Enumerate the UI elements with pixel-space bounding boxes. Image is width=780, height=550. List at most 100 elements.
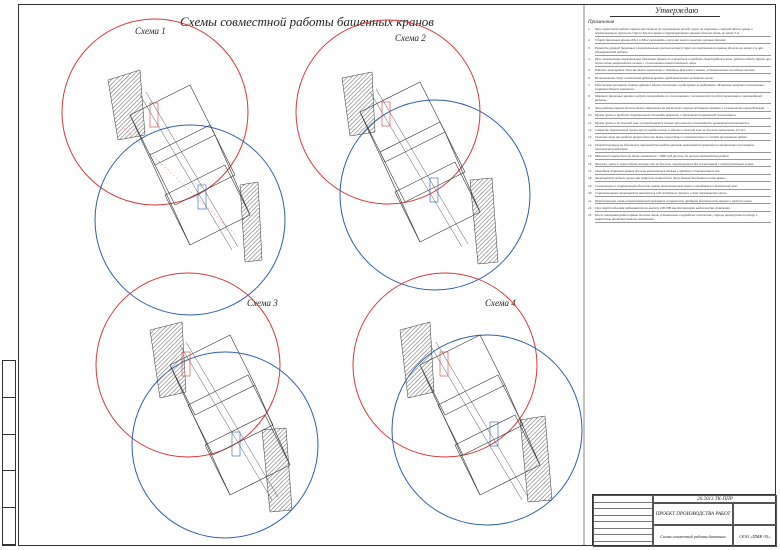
note-item: 1.При совместной работе кранов расстояни… <box>588 27 771 37</box>
storage-area <box>239 181 263 263</box>
note-text: Обеспечить рисование стрелы кранов в одн… <box>595 83 771 93</box>
note-item: 5.Рабочие зоны кранов должны быть ограни… <box>588 68 771 75</box>
scheme-3 <box>95 272 319 539</box>
storage-area <box>341 71 376 137</box>
note-number: 16. <box>588 161 593 166</box>
note-text: При совмещенных вертикальных башенных кр… <box>595 57 771 67</box>
note-text: Скорость перемещения грузов при их прибл… <box>595 128 771 134</box>
sheet-name: Схемы совместной работы башенных кранов <box>653 525 733 547</box>
crane-2-base <box>231 431 241 457</box>
approve-label: Утверждаю <box>655 6 699 15</box>
crane-2-base <box>197 184 207 210</box>
note-text: Прием грузов в не опасной зоне осуществл… <box>595 121 771 127</box>
note-text: Стропальщикам запрещается находиться под… <box>595 191 771 198</box>
note-item: 16.Флажки, знаки и ограждения опасных зо… <box>588 161 771 168</box>
crane-1-base <box>181 351 191 377</box>
note-number: 7. <box>588 83 591 88</box>
note-text: Опасные зоны при работе кранов должны бы… <box>595 135 771 142</box>
note-text: Машинист крана должен быть ознакомлен с … <box>595 154 771 161</box>
note-number: 9. <box>588 105 591 110</box>
note-item: 21.Перед началом смены ответственный про… <box>588 198 771 205</box>
note-text: При совместной работе кранов расстояние … <box>595 27 771 37</box>
note-item: 23.После окончания работ краны должны бы… <box>588 213 771 224</box>
note-item: 8. Монтаж башенных кранов следует произво… <box>588 94 771 105</box>
storage-area <box>399 321 435 399</box>
note-item: 6. Использовать схему совместной работы к… <box>588 75 771 82</box>
crane-rail <box>139 91 239 251</box>
crane-2-zone <box>339 99 531 291</box>
note-number: 5. <box>588 68 591 73</box>
note-number: 6. <box>588 75 591 80</box>
sheet-frame <box>18 4 776 546</box>
storage-area <box>261 427 293 513</box>
crane-2-base <box>489 421 499 447</box>
notes-list: 1.При совместной работе кранов расстояни… <box>588 27 771 226</box>
note-text: После окончания работ краны должны быть … <box>595 213 771 224</box>
note-text: Монтаж башенных кранов следует производи… <box>595 95 771 105</box>
note-item: 13.Опасные зоны при работе кранов должны… <box>588 135 771 142</box>
crane-rail <box>369 88 469 248</box>
note-text: Отводная стрелами кранов должна выполнят… <box>595 169 771 175</box>
note-number: 4. <box>588 57 591 62</box>
building-outline <box>359 81 481 243</box>
note-item: 17.Отводная стрелами кранов должна выпол… <box>588 168 771 175</box>
storage-area <box>519 415 553 503</box>
note-number: 14. <box>588 142 593 147</box>
side-stamp-strip <box>2 360 16 546</box>
organization-name: ООО «ПМК-35» <box>733 525 777 547</box>
note-text: Использовать схему совместной работы кра… <box>595 76 771 82</box>
scheme-1 <box>61 18 286 316</box>
crane-1-zone <box>295 19 481 205</box>
crane-2-zone <box>131 351 319 539</box>
note-number: 22. <box>588 205 593 210</box>
scheme-1-label: Схема 1 <box>135 26 166 36</box>
sheet-title: Схемы совместной работы башенных кранов <box>180 14 434 29</box>
note-item: 19.Сигнальщики и стропальщики должны име… <box>588 184 771 190</box>
note-number: 15. <box>588 154 593 159</box>
title-block-grid <box>593 495 653 547</box>
crane-1-zone <box>352 272 538 458</box>
document-code: 20.2013 ТК-ППР <box>653 495 777 503</box>
note-number: 8. <box>588 94 591 99</box>
dimension-line <box>123 127 237 236</box>
crane-1-zone <box>61 18 249 206</box>
note-text: Зона работы кранов должна быть обозначен… <box>595 106 771 112</box>
note-number: 17. <box>588 168 593 173</box>
crane-2-zone <box>94 124 286 316</box>
project-title: ПРОЕКТ ПРОИЗВОДСТВА РАБОТ <box>653 503 733 525</box>
note-number: 2. <box>588 38 591 43</box>
crane-rail <box>179 341 279 501</box>
note-number: 3. <box>588 45 591 50</box>
note-number: 23. <box>588 213 593 218</box>
crane-2-base <box>429 177 439 203</box>
crane-rail <box>429 341 529 501</box>
crane-1-zone <box>95 272 281 458</box>
storage-area <box>107 69 146 141</box>
note-number: 11. <box>588 120 592 125</box>
note-text: Флажки, знаки и ограждения опасных зон н… <box>595 162 771 168</box>
note-item: 22.Груз перед подъемом поднимается на вы… <box>588 205 771 212</box>
note-text: Сигнальщики и стропальщики должны иметь … <box>595 184 771 190</box>
note-item: 2.Сборку башенных кранов КБ-1 и КБ-2 вып… <box>588 38 771 45</box>
note-item: 12.Скорость перемещения грузов при их пр… <box>588 128 771 134</box>
note-number: 12. <box>588 128 593 132</box>
note-item: 15.Машинист крана должен быть ознакомлен… <box>588 154 771 161</box>
scheme-4-label: Схема 4 <box>485 298 516 308</box>
storage-area <box>469 177 499 265</box>
scheme-2-label: Схема 2 <box>395 33 426 43</box>
crane-1-base <box>149 102 159 128</box>
scheme-2 <box>295 19 531 291</box>
note-item: 14.Ответственным за безопасное производс… <box>588 142 771 153</box>
sheet-meta <box>733 503 777 525</box>
notes-title: Примечания <box>588 20 615 25</box>
note-item: 3. Разность уровней башенных (горизонталь… <box>588 45 771 56</box>
note-number: 21. <box>588 198 593 203</box>
note-item: 11.Прием грузов в не опасной зоне осущес… <box>588 120 771 127</box>
note-text: Разность уровней башенных (горизонтально… <box>595 46 771 56</box>
note-number: 20. <box>588 191 593 196</box>
building-outline <box>169 334 291 496</box>
scheme-3-label: Схема 3 <box>247 298 278 308</box>
note-item: 7. Обеспечить рисование стрелы кранов в о… <box>588 83 771 93</box>
